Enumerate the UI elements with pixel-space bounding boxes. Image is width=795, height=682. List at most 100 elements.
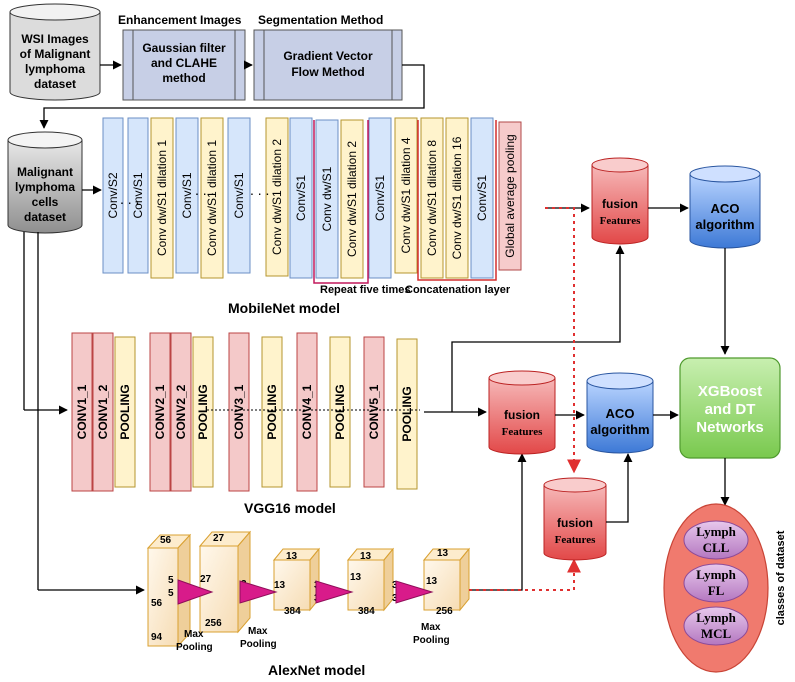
vgg16-layer-label: CONV1_2: [96, 384, 110, 439]
vgg16-layer: POOLING: [192, 336, 214, 488]
max-pool-label-1-a: Max: [184, 629, 204, 640]
mobilenet-layer-label: Conv/S1: [294, 175, 308, 221]
mobilenet-layer-label: Conv dw/S1 dilation 8: [425, 140, 439, 256]
alexnet-title: AlexNet model: [268, 662, 365, 678]
classes-side-label: classes of dataset: [775, 530, 787, 625]
alex-b5-bottom: 256: [436, 606, 453, 617]
fusion-features-2: fusion Features: [488, 370, 556, 455]
mobilenet-layer: Conv/S1: [127, 117, 149, 274]
alexnet-layers: 56 56 94 5 5 27 27 256 3 3 13 13 384 3 3: [146, 530, 471, 653]
mobilenet-title: MobileNet model: [228, 300, 340, 316]
max-pool-label-3-b: Pooling: [413, 635, 450, 646]
vgg16-layer: CONV1_1: [71, 332, 93, 492]
mobilenet-layer: Conv/S2: [102, 117, 124, 274]
vgg16-layer: POOLING: [114, 336, 136, 488]
max-pool-label-3-a: Max: [421, 622, 441, 633]
mobilenet-layer: Conv dw/S1 dilation 1: [150, 117, 174, 279]
alex-b2-bottom: 256: [205, 618, 222, 629]
classes-ellipse: Lymph CLL Lymph FL Lymph MCL: [663, 503, 769, 673]
vgg16-layer: POOLING: [261, 336, 283, 488]
mobilenet-layer: Conv dw/S1: [315, 119, 339, 279]
mobilenet-layer: Conv/S1: [227, 117, 251, 274]
alex-b5-top: 13: [437, 548, 449, 559]
vgg16-layer-label: CONV3_1: [232, 384, 246, 439]
mobilenet-dots-1: . . .: [120, 191, 139, 207]
wsi-dataset-cylinder: WSI Images of Malignant lymphoma dataset: [9, 3, 101, 101]
vgg16-title: VGG16 model: [244, 500, 336, 516]
mobilenet-layer-label: Global average pooling: [503, 134, 517, 257]
segmentation-box: Gradient Vector Flow Method: [253, 29, 403, 101]
fusion2-line-2: Features: [502, 426, 543, 438]
mobilenet-dots-2: . . .: [195, 182, 214, 198]
mobilenet-layer: Conv dw/S1 dilation 8: [420, 117, 444, 279]
aco-algorithm-2: ACO algorithm: [586, 372, 654, 454]
xgboost-line-3: Networks: [696, 419, 764, 436]
alex-b4-right: 13: [350, 572, 362, 583]
wsi-line-1: WSI Images: [21, 32, 89, 46]
fusion2-line-1: fusion: [504, 408, 540, 422]
aco1-line-1: ACO: [711, 201, 740, 216]
arrow-vgg-to-fusion1: [451, 245, 625, 412]
enhancement-line-2: and CLAHE: [151, 56, 217, 70]
mobilenet-dots-3: . . .: [250, 182, 269, 198]
segmentation-header: Segmentation Method: [258, 13, 383, 27]
vgg16-layer: POOLING: [329, 336, 351, 488]
arrow-fusion3-to-aco2: [606, 453, 633, 523]
fusion-features-1: fusion Features: [591, 157, 649, 245]
alex-b1-k1: 5: [168, 575, 174, 586]
mobilenet-layer-label: Conv dw/S1 dilation 1: [205, 140, 219, 256]
mobilenet-layer-label: Conv dw/S1 dilation 1: [155, 140, 169, 256]
mobilenet-layer: Conv dw/S1 dilation 16: [445, 117, 469, 279]
max-pool-label-1-b: Pooling: [176, 642, 213, 653]
arrow-mobilenet-to-fusion3: [545, 207, 581, 474]
mobilenet-layer-label: Conv dw/S1: [320, 166, 334, 231]
max-pool-label-2-a: Max: [248, 626, 268, 637]
mobilenet-layer: Conv dw/S1 dilation 2: [340, 119, 364, 279]
max-pool-triangle-1: [177, 579, 214, 605]
vgg16-layer: CONV2_2: [170, 332, 192, 492]
concat-bracket: [417, 120, 497, 281]
alex-b1-bottom: 94: [151, 632, 163, 643]
class-cll: Lymph CLL: [683, 520, 749, 560]
vgg16-layer-label: CONV1_1: [75, 384, 89, 439]
fusion3-line-1: fusion: [557, 516, 593, 530]
enhancement-header: Enhancement Images: [118, 13, 242, 27]
mobilenet-layer-label: Conv/S1: [373, 175, 387, 221]
max-pool-triangle-4: [395, 580, 434, 604]
class-fl: Lymph FL: [683, 563, 749, 603]
mobilenet-layer: Global average pooling: [498, 121, 522, 271]
mobilenet-layer: Conv dw/S1 dilation 4: [394, 117, 418, 274]
vgg16-layer-label: CONV4_1: [300, 384, 314, 439]
class-cll-line-1: Lymph: [696, 524, 737, 539]
fusion3-line-2: Features: [555, 534, 596, 546]
class-mcl: Lymph MCL: [683, 606, 749, 646]
aco-algorithm-1: ACO algorithm: [689, 165, 761, 249]
class-mcl-line-1: Lymph: [696, 610, 737, 625]
segmentation-line-2: Flow Method: [291, 65, 364, 79]
fusion1-line-2: Features: [600, 215, 641, 227]
alex-b2-top: 27: [213, 533, 225, 544]
cells-dataset-cylinder: Malignant lymphoma cells dataset: [7, 131, 83, 234]
enhancement-line-3: method: [162, 71, 205, 85]
class-mcl-line-2: MCL: [701, 626, 732, 641]
vgg16-layer-label: CONV2_2: [174, 384, 188, 439]
cells-line-4: dataset: [24, 210, 66, 224]
vgg16-layer-label: POOLING: [333, 384, 347, 439]
vgg16-layer-label: CONV2_1: [153, 384, 167, 439]
max-pool-triangle-2: [239, 580, 278, 604]
alex-b4-k1: 3: [392, 580, 398, 591]
vgg16-layer-label: POOLING: [196, 384, 210, 439]
mobilenet-layer-label: Conv/S1: [232, 172, 246, 218]
mobilenet-layer-label: Conv/S1: [180, 172, 194, 218]
mobilenet-layer: Conv/S1: [175, 117, 199, 274]
alex-b3-right: 13: [274, 580, 286, 591]
aco1-line-2: algorithm: [695, 217, 754, 232]
mobilenet-layer-label: Conv dw/S1 dilation 2: [345, 141, 359, 257]
wsi-line-3: lymphoma: [25, 62, 85, 76]
xgboost-dt-box: XGBoost and DT Networks: [679, 357, 781, 459]
wsi-line-2: of Malignant: [20, 47, 91, 61]
mobilenet-layer: Conv/S1: [470, 117, 494, 279]
repeat-bracket: [313, 120, 369, 284]
mobilenet-layer-label: Conv dw/S1 dilation 4: [399, 137, 413, 253]
fusion1-line-1: fusion: [602, 197, 638, 211]
